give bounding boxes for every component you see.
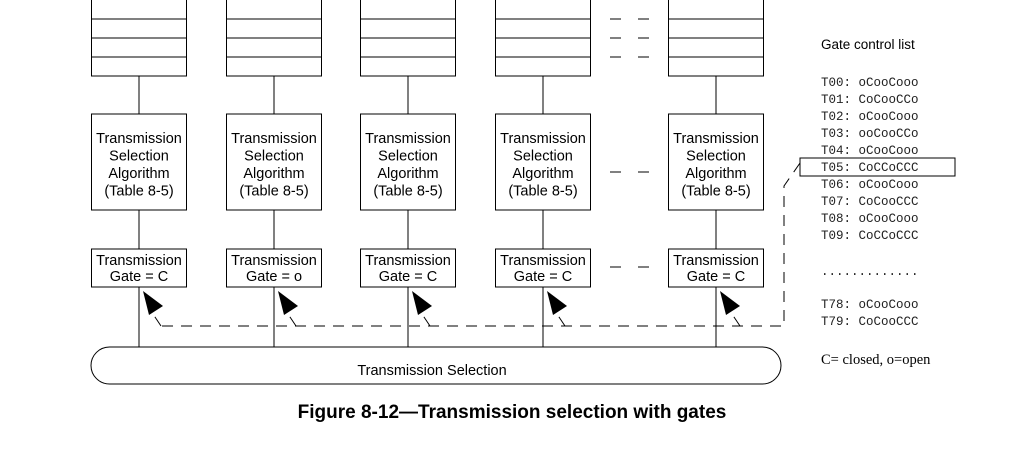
gate-box-title: Transmission xyxy=(365,253,451,269)
algorithm-box-line: (Table 8-5) xyxy=(239,184,308,200)
gate-control-entry: T05: CoCCoCCC xyxy=(821,161,919,175)
gate-box-state: Gate = o xyxy=(246,269,302,285)
gate-legend: C= closed, o=open xyxy=(821,352,931,368)
algorithm-box-line: (Table 8-5) xyxy=(104,184,173,200)
algorithm-box-line: Algorithm xyxy=(243,166,304,182)
algorithm-box-line: Algorithm xyxy=(512,166,573,182)
gate-arrow xyxy=(412,291,432,327)
gate-control-entry: T07: CoCooCCC xyxy=(821,195,919,209)
gate-arrow xyxy=(720,291,741,327)
queue-stack xyxy=(495,0,591,77)
queue-stack xyxy=(226,0,322,77)
algorithm-box-line: (Table 8-5) xyxy=(681,184,750,200)
figure-caption: Figure 8-12—Transmission selection with … xyxy=(298,402,727,423)
algorithm-box-line: Algorithm xyxy=(377,166,438,182)
gate-box-state: Gate = C xyxy=(514,269,572,285)
gate-control-entry: T04: oCooCooo xyxy=(821,144,919,158)
algorithm-box-line: (Table 8-5) xyxy=(373,184,442,200)
selection-links xyxy=(138,287,717,347)
queue-links xyxy=(138,76,717,114)
gate-box-state: Gate = C xyxy=(687,269,745,285)
column-ellipsis xyxy=(610,18,649,268)
queue-stack xyxy=(668,0,764,77)
gate-box-title: Transmission xyxy=(500,253,586,269)
algorithm-box-line: Transmission xyxy=(96,131,182,147)
algorithm-box-line: Transmission xyxy=(500,131,586,147)
gate-control-entry: T06: oCooCooo xyxy=(821,178,919,192)
gate-control-entry: T09: CoCCoCCC xyxy=(821,229,919,243)
algorithm-box-line: Transmission xyxy=(365,131,451,147)
algorithm-box-line: Selection xyxy=(244,149,304,165)
gate-arrow xyxy=(143,291,163,327)
queue-stack xyxy=(360,0,456,77)
algorithm-box-line: (Table 8-5) xyxy=(508,184,577,200)
gate-control-entry: T00: oCooCooo xyxy=(821,76,919,90)
algorithm-box-line: Transmission xyxy=(673,131,759,147)
gate-control-list-title: Gate control list xyxy=(821,37,915,52)
transmission-selection-bar: Transmission Selection xyxy=(90,346,782,385)
gate-control-entry: T78: oCooCooo xyxy=(821,298,919,312)
gate-box-title: Transmission xyxy=(231,253,317,269)
queue-stack xyxy=(91,0,187,77)
gate-box-title: Transmission xyxy=(673,253,759,269)
algorithm-box-line: Selection xyxy=(109,149,169,165)
gate-arrow xyxy=(547,291,567,327)
queue-stacks xyxy=(91,0,764,77)
gate-control-entry: T08: oCooCooo xyxy=(821,212,919,226)
highlighted-entry-box xyxy=(799,157,956,177)
gate-box-state: Gate = C xyxy=(379,269,437,285)
gate-box-state: Gate = C xyxy=(110,269,168,285)
gate-control-entry: T01: CoCooCCo xyxy=(821,93,919,107)
gate-links xyxy=(138,210,717,249)
algorithm-box-line: Transmission xyxy=(231,131,317,147)
gate-arrow xyxy=(278,291,298,327)
algorithm-box-line: Algorithm xyxy=(685,166,746,182)
algorithm-box-line: Algorithm xyxy=(108,166,169,182)
gate-control-entry: T03: ooCooCCo xyxy=(821,127,919,141)
gate-arrows xyxy=(143,291,741,327)
gate-box-title: Transmission xyxy=(96,253,182,269)
algorithm-box-line: Selection xyxy=(686,149,746,165)
gate-control-list-ellipsis: ............. xyxy=(821,265,919,279)
transmission-selection-label: Transmission Selection xyxy=(357,363,506,379)
algorithm-box-line: Selection xyxy=(513,149,573,165)
gate-control-entry: T02: oCooCooo xyxy=(821,110,919,124)
algorithm-box-line: Selection xyxy=(378,149,438,165)
gate-control-path xyxy=(161,162,801,327)
gate-control-entry: T79: CoCooCCC xyxy=(821,315,919,329)
